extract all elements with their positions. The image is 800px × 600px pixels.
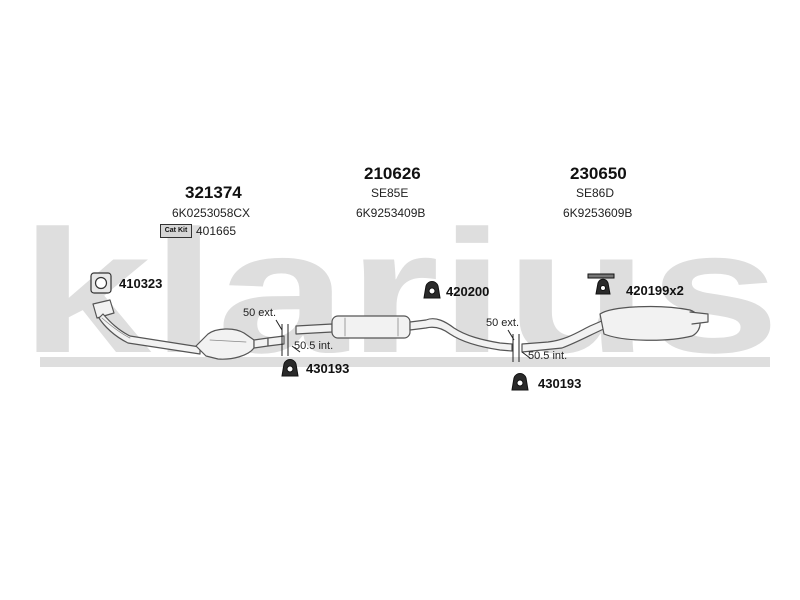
cat-kit-badge: Cat Kit [160,224,192,238]
variant-code-section-3: SE86D [576,186,615,200]
front-downpipe [92,299,201,355]
ref-code-section-2: 6K9253409B [356,206,426,220]
intermediate-pipe [295,315,513,352]
ref-code-section-1: 6K0253058CX [172,206,251,220]
part-number-210626: 210626 [364,164,421,183]
hanger-icon-mid [423,281,441,299]
clamp-icon-rear [511,373,529,391]
variant-code-section-2: SE85E [371,186,409,200]
rear-joint-int: 50.5 int. [528,350,568,362]
ref-code-section-3: 6K9253609B [563,206,633,220]
hanger-icon-rear [587,273,615,295]
front-joint-int: 50.5 int. [294,340,334,352]
cat-kit-number: 401665 [196,224,237,238]
hanger-rear-part-number: 420199x2 [626,283,684,298]
rear-joint-ext: 50 ext. [486,317,520,329]
catalytic-converter [195,328,269,360]
cat-outlet-pipe [267,335,285,347]
hanger-mid-part-number: 420200 [446,284,490,299]
part-number-321374: 321374 [185,183,242,202]
clamp-icon-front [281,359,299,377]
gasket-icon [90,272,112,294]
clamp-rear-part-number: 430193 [538,376,582,391]
part-number-230650: 230650 [570,164,627,183]
gasket-part-number: 410323 [119,276,163,291]
front-joint-ext: 50 ext. [243,307,277,319]
clamp-front-part-number: 430193 [306,361,350,376]
rear-joint-marker [507,329,531,362]
front-joint-marker [275,319,301,356]
rear-silencer-pipe [521,305,709,353]
watermark-underline [40,357,770,367]
